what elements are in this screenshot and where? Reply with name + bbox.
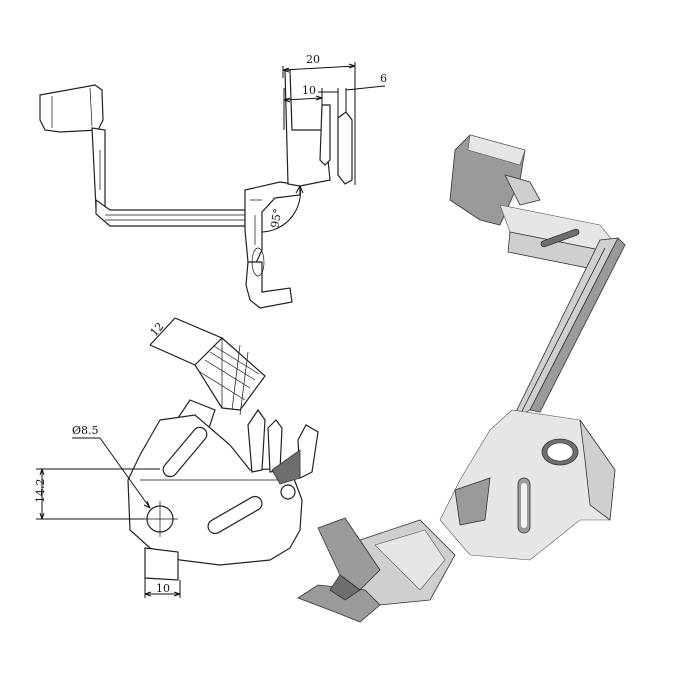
top-fork-right — [337, 111, 353, 185]
dim-top-gap: 6 — [380, 72, 387, 85]
side-slot-lower — [207, 495, 263, 535]
dim-hole-diameter: Ø8.5 — [72, 424, 99, 437]
iso-bottom-fork-b — [297, 584, 381, 623]
dim-side-width: 12 — [148, 320, 167, 339]
dim-angle: 95° — [268, 208, 284, 229]
iso-diagonal-rail — [511, 237, 619, 421]
side-view: 12 Ø8.5 14.2 10 — [34, 317, 319, 598]
dim-top-slot: 10 — [302, 84, 316, 97]
side-lower-tab — [144, 547, 179, 581]
top-left-clip — [39, 84, 104, 133]
dim-hole-offset: 14.2 — [34, 479, 47, 504]
top-fork-left — [319, 104, 331, 166]
side-upper-clip — [194, 337, 266, 411]
side-fork-c — [297, 424, 319, 479]
side-slot-upper — [162, 426, 208, 478]
top-long-bar — [95, 198, 246, 227]
side-fork-shadow — [271, 449, 301, 485]
top-view: 20 10 6 95° — [39, 53, 387, 309]
dim-tab-width: 10 — [156, 582, 170, 595]
dim-top-width: 20 — [306, 53, 320, 66]
side-fork-b — [267, 419, 283, 473]
top-left-leg — [91, 127, 106, 211]
side-main-body — [127, 414, 303, 566]
isometric-view — [297, 134, 626, 623]
iso-bottom-fork-a — [317, 517, 381, 591]
side-fork-a — [247, 408, 266, 473]
